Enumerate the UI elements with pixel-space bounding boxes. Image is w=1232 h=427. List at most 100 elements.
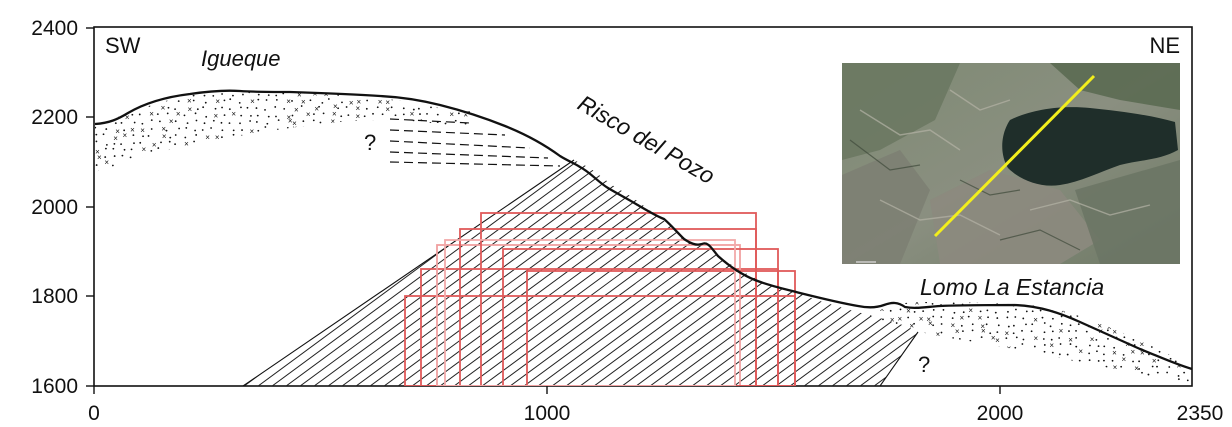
svg-text:×: × [96,83,101,92]
svg-text:×: × [978,369,983,378]
svg-text:×: × [385,98,390,107]
hatched-body-outline [242,159,575,386]
svg-text:×: × [267,130,272,139]
svg-text:×: × [292,124,297,133]
svg-text:×: × [1078,347,1083,356]
svg-text:×: × [240,172,245,181]
svg-text:×: × [418,134,423,143]
svg-text:×: × [187,97,192,106]
svg-text:×: × [449,110,454,119]
svg-text:×: × [1169,386,1174,395]
svg-text:×: × [355,112,360,121]
svg-text:×: × [349,99,354,108]
svg-text:×: × [431,82,436,91]
svg-text:×: × [194,146,199,155]
svg-text:×: × [1122,355,1127,364]
svg-text:×: × [1033,315,1038,324]
svg-text:×: × [1158,319,1163,328]
svg-text:×: × [1016,350,1021,359]
svg-text:×: × [324,90,329,99]
svg-text:×: × [1159,386,1164,395]
svg-text:×: × [1134,364,1139,373]
svg-text:×: × [329,131,334,140]
label-ne: NE [1149,33,1180,58]
svg-text:×: × [980,322,985,331]
svg-text:×: × [973,349,978,358]
svg-text:×: × [301,131,306,140]
svg-text:×: × [934,383,939,392]
x-tick-label: 2350 [1177,402,1224,425]
svg-text:×: × [330,117,335,126]
svg-text:×: × [1133,299,1138,308]
y-tick-label: 2400 [31,17,78,40]
location-inset-map [842,63,1180,264]
svg-text:×: × [463,111,468,120]
svg-text:×: × [1068,377,1073,386]
svg-text:×: × [889,322,894,331]
svg-text:×: × [459,133,464,142]
svg-text:×: × [113,134,118,143]
svg-text:×: × [981,327,986,336]
svg-text:×: × [880,305,885,314]
svg-text:×: × [205,133,210,142]
red-box [444,239,736,386]
svg-text:×: × [205,82,210,91]
svg-text:×: × [1131,348,1136,357]
svg-text:×: × [1007,344,1012,353]
svg-text:×: × [959,313,964,322]
topographic-profile [94,89,1192,371]
svg-text:×: × [995,336,1000,345]
svg-text:×: × [1175,307,1180,316]
svg-text:×: × [978,313,983,322]
y-tick-label: 2000 [31,196,78,219]
svg-text:×: × [215,133,220,142]
svg-text:×: × [97,153,102,162]
svg-text:×: × [991,364,996,373]
svg-text:×: × [314,105,319,114]
svg-text:×: × [475,162,480,171]
svg-text:×: × [1089,307,1094,316]
svg-text:×: × [259,172,264,181]
svg-text:×: × [404,82,409,91]
svg-text:×: × [383,123,388,132]
hatched-body-outline [879,331,919,386]
svg-text:×: × [928,319,933,328]
svg-text:×: × [187,82,192,91]
svg-text:×: × [1116,315,1121,324]
svg-text:×: × [115,127,120,136]
svg-text:×: × [1017,358,1022,367]
svg-text:×: × [919,314,924,323]
svg-text:×: × [162,132,167,141]
question-mark-lower: ? [918,352,930,377]
svg-text:×: × [1170,292,1175,301]
svg-text:×: × [1004,329,1009,338]
svg-text:×: × [899,375,904,384]
svg-text:×: × [250,97,255,106]
svg-text:×: × [250,127,255,136]
svg-text:×: × [933,348,938,357]
svg-text:×: × [1124,307,1129,316]
svg-text:×: × [1097,321,1102,330]
svg-text:×: × [287,139,292,148]
svg-text:×: × [357,97,362,106]
label-igueque: Igueque [201,46,281,71]
svg-text:×: × [297,91,302,100]
svg-text:×: × [1131,320,1136,329]
svg-text:×: × [378,97,383,106]
svg-text:×: × [151,83,156,92]
svg-text:×: × [393,88,398,97]
svg-text:×: × [95,89,100,98]
svg-text:×: × [122,131,127,140]
y-tick-label: 2200 [31,106,78,129]
svg-text:×: × [1144,300,1149,309]
svg-text:×: × [106,176,111,185]
svg-text:×: × [348,162,353,171]
red-box [502,248,779,386]
svg-text:×: × [169,117,174,126]
svg-text:×: × [140,84,145,93]
svg-text:×: × [286,97,291,106]
svg-text:×: × [160,168,165,177]
label-risco-del-pozo: Risco del Pozo [574,90,720,189]
svg-text:×: × [258,144,263,153]
svg-text:×: × [259,151,264,160]
